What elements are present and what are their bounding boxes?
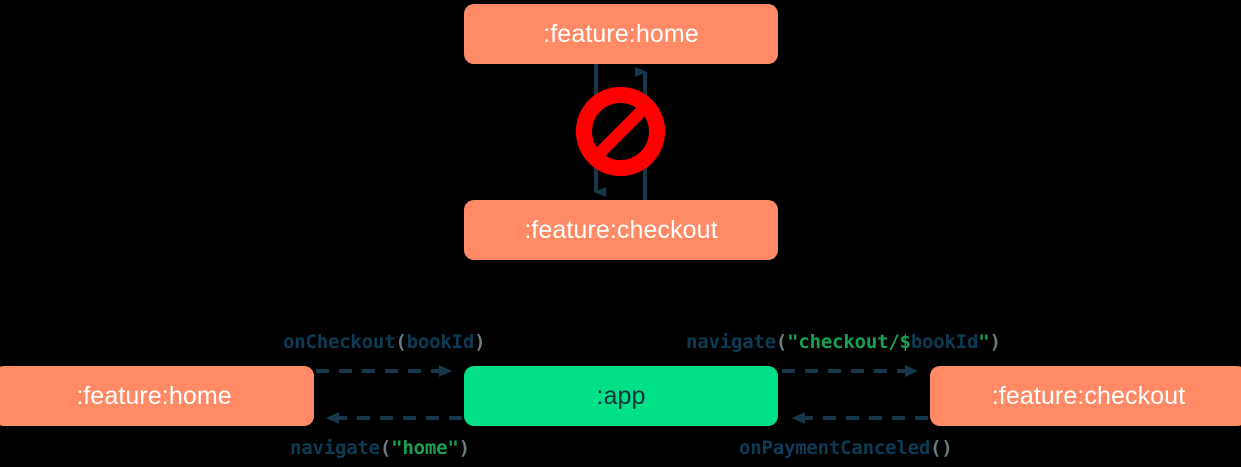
edge-label-on-payment-canceled: onPaymentCanceled() — [739, 437, 953, 459]
code-token-fn: navigate — [686, 331, 776, 353]
code-token-punct: () — [930, 437, 953, 459]
forbidden-icon — [575, 86, 666, 177]
module-node-label: :feature:checkout — [524, 215, 718, 244]
code-token-punct: ) — [989, 331, 1001, 353]
code-token-str: "home" — [391, 437, 459, 459]
edge-label-navigate-home: navigate("home") — [290, 437, 470, 459]
module-node-label: :feature:home — [76, 381, 232, 410]
code-token-var: bookId — [910, 331, 979, 353]
code-token-punct: ( — [775, 331, 788, 353]
module-node-label: :app — [596, 381, 646, 410]
module-node-bottom-feature-checkout[interactable]: :feature:checkout — [930, 366, 1241, 426]
module-node-label: :feature:checkout — [991, 381, 1186, 410]
module-node-label: :feature:home — [543, 19, 699, 48]
code-token-punct: ) — [458, 437, 470, 459]
code-token-punct: ( — [379, 437, 392, 459]
code-token-str: "checkout/$ — [787, 331, 911, 353]
code-token-fn: onPaymentCanceled — [739, 437, 931, 459]
code-token-fn: navigate — [290, 437, 380, 459]
code-token-punct: ) — [474, 331, 486, 353]
module-node-top-feature-home[interactable]: :feature:home — [464, 4, 778, 64]
code-token-str: " — [978, 331, 990, 353]
edge-label-navigate-checkout: navigate("checkout/$bookId") — [686, 331, 1001, 353]
edge-label-on-checkout: onCheckout(bookId) — [283, 331, 486, 353]
module-node-bottom-app[interactable]: :app — [464, 366, 778, 426]
code-token-punct: ( — [395, 331, 407, 353]
module-node-bottom-feature-home[interactable]: :feature:home — [0, 366, 314, 426]
code-token-var: bookId — [406, 331, 475, 353]
module-node-top-feature-checkout[interactable]: :feature:checkout — [464, 200, 778, 260]
code-token-fn: onCheckout — [283, 331, 396, 353]
